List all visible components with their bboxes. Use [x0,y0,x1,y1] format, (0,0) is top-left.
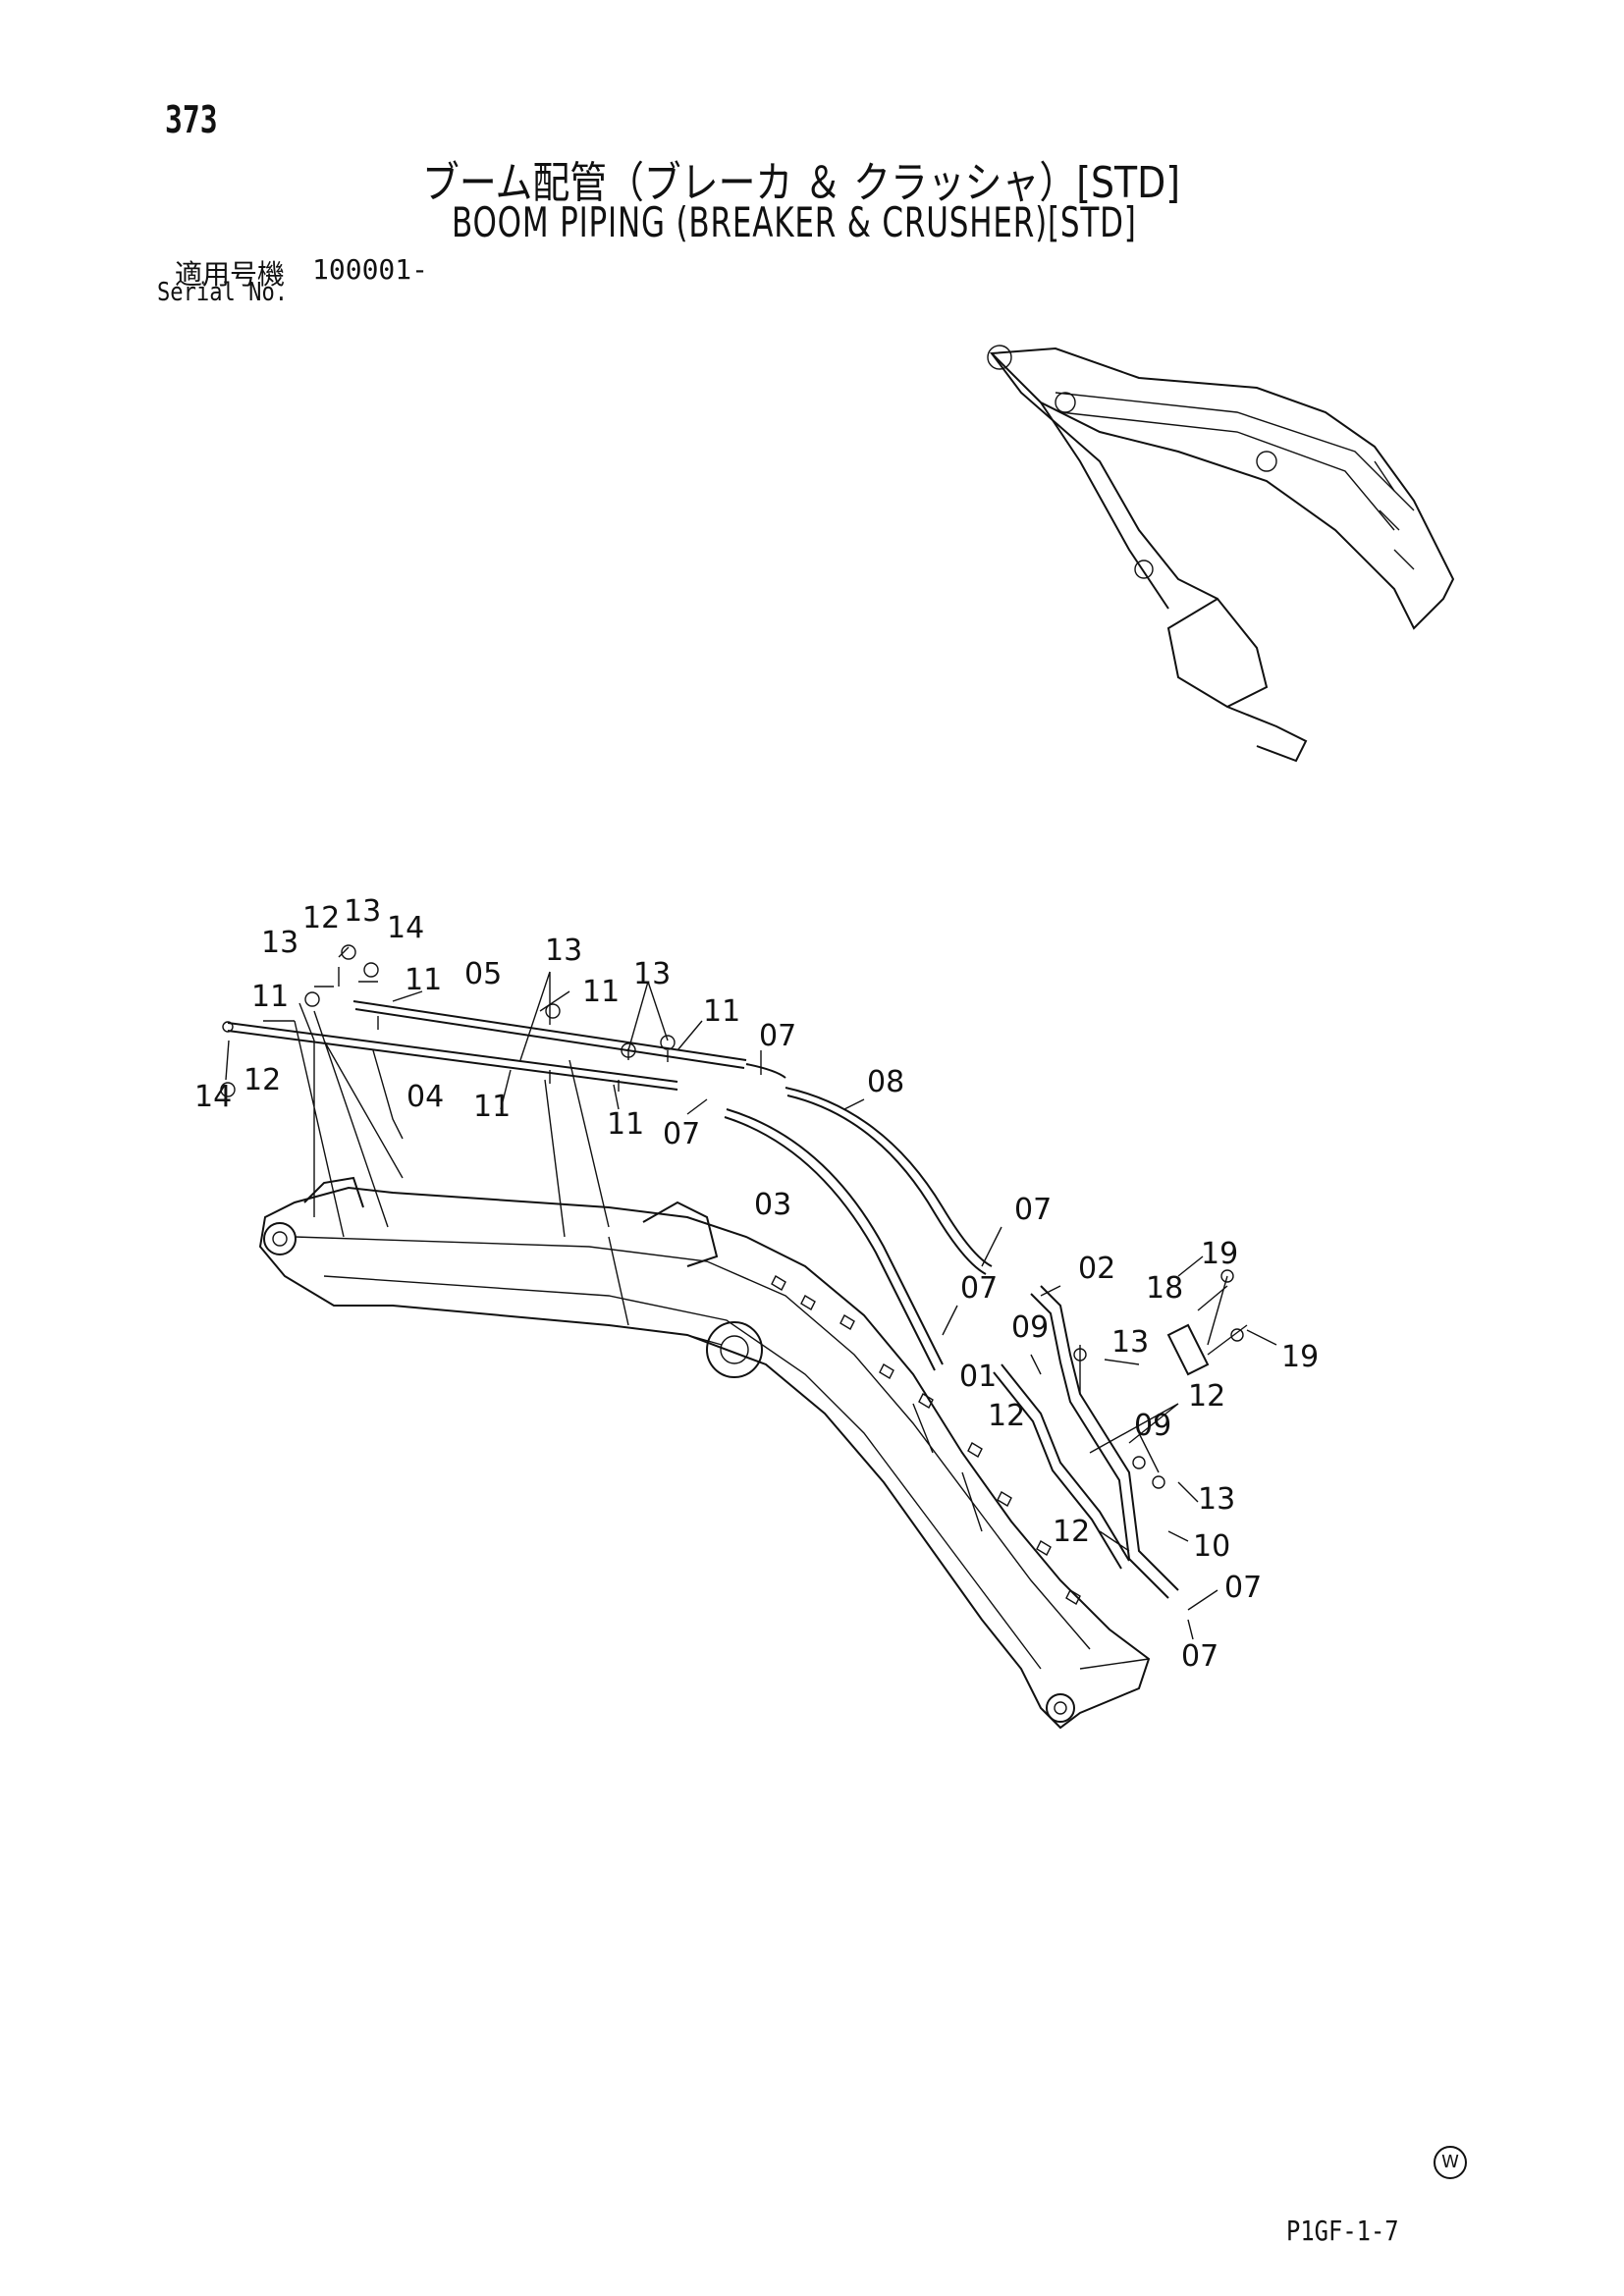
serial-label-japanese: 適用号機 [175,258,286,291]
callout-18: 18 [1146,1271,1183,1306]
callout-07: 07 [960,1271,998,1306]
callout-19: 19 [1201,1237,1238,1271]
callout-13: 13 [1111,1325,1149,1360]
page-number: 373 [165,98,218,141]
inset-overview-drawing [987,345,1455,763]
boom-structure [258,1176,1151,1730]
callout-10: 10 [1193,1529,1230,1564]
callout-11: 11 [607,1107,644,1142]
callout-08: 08 [867,1065,904,1099]
callout-04: 04 [406,1080,444,1114]
callout-03: 03 [754,1188,791,1222]
callout-11: 11 [405,963,442,997]
callout-01: 01 [959,1360,997,1394]
callout-09: 09 [1134,1409,1171,1443]
callout-07: 07 [663,1117,700,1151]
callout-12: 12 [1053,1515,1090,1549]
callout-07: 07 [1181,1639,1218,1674]
callout-14: 14 [387,911,424,945]
callout-12: 12 [988,1399,1025,1433]
callout-11: 11 [582,975,620,1009]
callout-12: 12 [302,901,340,935]
title-english: BOOM PIPING (BREAKER & CRUSHER)[STD] [452,198,1137,246]
callout-11: 11 [251,980,289,1014]
callout-19: 19 [1281,1340,1319,1374]
callout-07: 07 [1224,1571,1262,1605]
callout-09: 09 [1011,1310,1049,1345]
callout-13: 13 [633,957,671,991]
callout-13: 13 [261,926,298,960]
callout-12: 12 [1188,1379,1225,1414]
corner-mark: W [1434,2146,1467,2179]
callout-07: 07 [1014,1193,1052,1227]
callout-14: 14 [194,1080,232,1114]
callout-05: 05 [464,957,502,991]
callout-13: 13 [545,934,582,968]
serial-value: 100001- [312,253,429,286]
callout-13: 13 [1198,1482,1235,1517]
callout-13: 13 [344,894,381,929]
callout-11: 11 [703,994,740,1029]
footer-code: P1GF-1-7 [1286,2215,1399,2247]
callout-02: 02 [1078,1252,1115,1286]
serial-label-english: Serial No. [157,278,289,307]
callout-07: 07 [759,1019,796,1053]
callout-leaders [225,946,1277,1640]
callout-12: 12 [244,1063,281,1097]
title-japanese: ブーム配管（ブレーカ ＆ クラッシャ）[STD] [422,158,1180,208]
callout-11: 11 [473,1090,511,1124]
callout-labels: 12 13 14 13 11 11 05 13 11 13 11 07 08 1… [194,894,1319,1674]
